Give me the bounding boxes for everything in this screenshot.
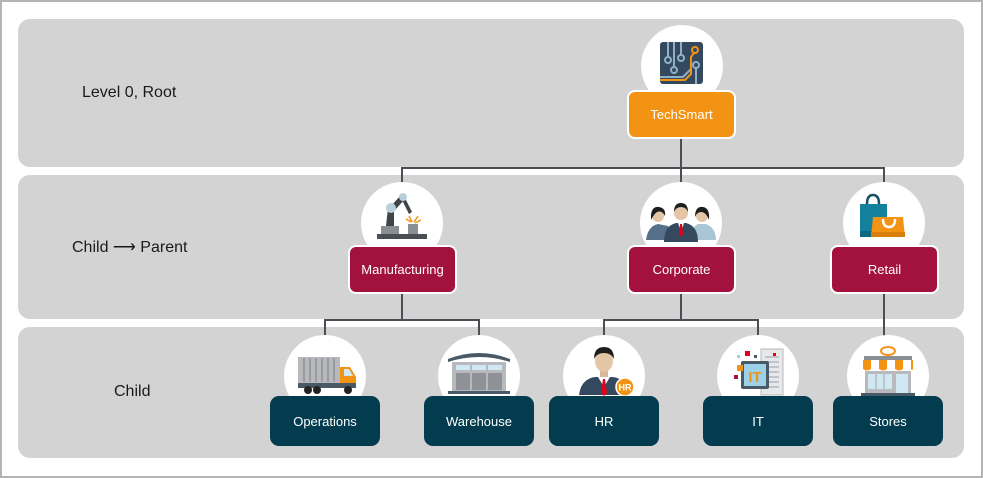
level-label-parent: Child ⟶ Parent [72, 239, 188, 256]
node-retail[interactable]: Retail [830, 245, 939, 294]
it-server-icon: IT [734, 348, 784, 396]
shopping-bags-icon [860, 193, 905, 237]
business-team-icon [646, 203, 716, 242]
level-label-child: Child [114, 383, 151, 400]
storefront-icon [861, 346, 915, 396]
band-level-parent [18, 175, 964, 319]
node-warehouse[interactable]: Warehouse [424, 396, 534, 446]
warehouse-icon [448, 353, 510, 394]
robot-arm-icon [377, 193, 427, 239]
node-it[interactable]: IT [703, 396, 813, 446]
band-level-root [18, 19, 964, 167]
hr-badge: HR [619, 383, 632, 393]
level-label-root: Level 0, Root [82, 84, 177, 101]
truck-icon [298, 357, 356, 394]
connector-manufacturing-children [324, 293, 480, 342]
hr-person-icon: HR [579, 347, 635, 397]
it-badge: IT [748, 369, 761, 386]
node-corporate[interactable]: Corporate [627, 245, 736, 294]
node-manufacturing[interactable]: Manufacturing [348, 245, 457, 294]
circuit-board-icon [660, 42, 703, 84]
node-techsmart[interactable]: TechSmart [627, 90, 736, 139]
node-hr[interactable]: HR [549, 396, 659, 446]
node-stores[interactable]: Stores [833, 396, 943, 446]
connector-corporate-children [603, 293, 759, 342]
node-operations[interactable]: Operations [270, 396, 380, 446]
